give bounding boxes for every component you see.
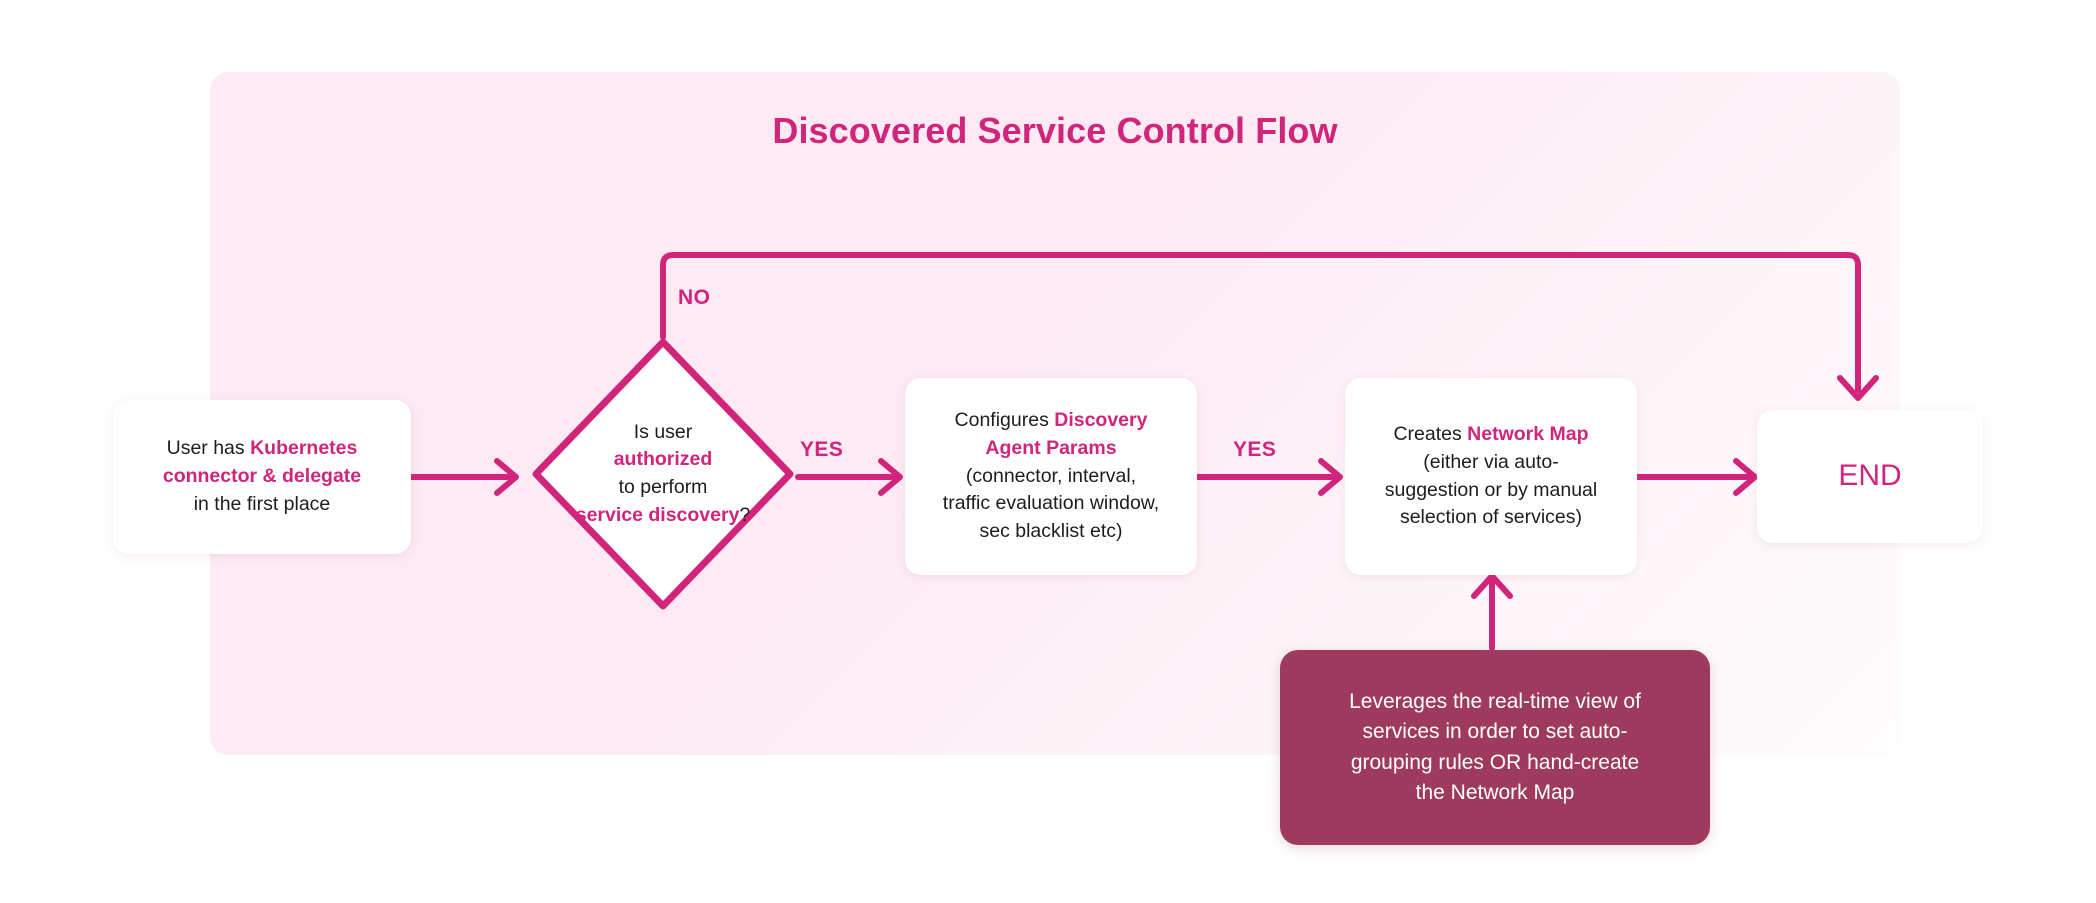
node-creates-network-map[interactable]: Creates Network Map(either via auto-sugg…	[1345, 378, 1637, 575]
node-netmap-text: Creates Network Map(either via auto-sugg…	[1384, 423, 1598, 529]
node-end-label: END	[1838, 459, 1902, 493]
page-title: Discovered Service Control Flow	[772, 110, 1338, 151]
edge-label-yes-2: YES	[1233, 438, 1277, 461]
edge-label-no: NO	[678, 286, 711, 309]
edge-label-yes-1: YES	[800, 438, 844, 461]
node-end[interactable]: END	[1757, 410, 1983, 543]
diamond-shape	[532, 338, 794, 610]
